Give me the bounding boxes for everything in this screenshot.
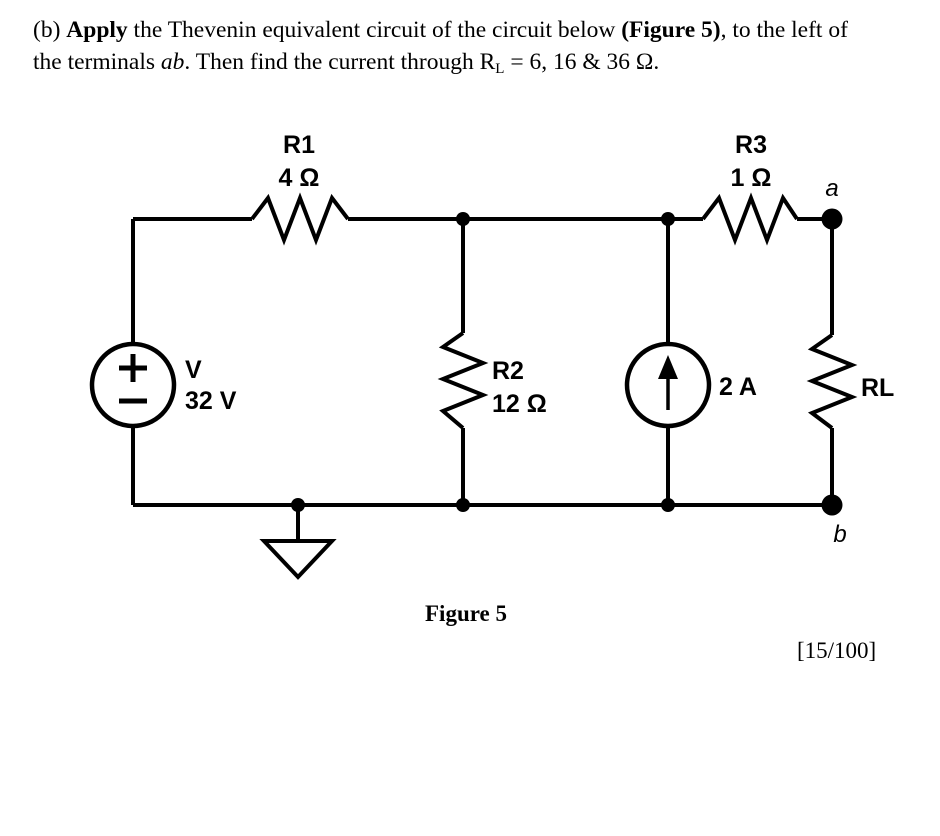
problem-statement: (b) Apply the Thevenin equivalent circui…: [33, 14, 933, 78]
figure-caption: Figure 5: [425, 601, 507, 626]
r1-label: R1: [283, 131, 315, 159]
r3-label: R3: [735, 131, 767, 159]
r3-value: 1 Ω: [731, 164, 772, 192]
problem-text: (b): [33, 17, 67, 43]
junction-dot-r2-bottom: [456, 498, 470, 512]
problem-text-bold: Apply: [66, 17, 128, 43]
resistor-r3-zigzag: [701, 192, 799, 246]
r2-value: 12 Ω: [492, 390, 547, 418]
junction-dot-cs-bottom: [661, 498, 675, 512]
resistor-rl-zigzag: [806, 333, 858, 430]
terminal-a-dot: [821, 208, 843, 230]
arrow-up-icon: [658, 355, 678, 379]
problem-text: . Then find the current through R: [184, 49, 496, 75]
r2-label: R2: [492, 357, 524, 385]
current-source-value: 2 A: [719, 373, 757, 401]
junction-dot-r2-top: [456, 212, 470, 226]
r1-value: 4 Ω: [279, 164, 320, 192]
marks-allocation: [15/100]: [797, 638, 877, 663]
plus-icon: [119, 354, 147, 382]
rl-label: RL: [861, 374, 894, 402]
resistor-r1-zigzag: [250, 192, 350, 246]
figure-reference: (Figure 5): [621, 17, 721, 43]
terminal-b-label: b: [833, 521, 846, 548]
problem-text: , to the left of: [720, 17, 848, 43]
terminal-a-label: a: [825, 175, 838, 202]
voltage-source-value: 32 V: [185, 387, 237, 415]
problem-text: the Thevenin equivalent circuit of the c…: [127, 17, 622, 43]
problem-line-1: (b) Apply the Thevenin equivalent circui…: [33, 14, 933, 46]
problem-text: = 6, 16 & 36 Ω.: [504, 49, 660, 75]
resistor-r2-zigzag: [437, 331, 489, 430]
problem-line-2: the terminals ab. Then find the current …: [33, 46, 933, 78]
ground-icon: [259, 539, 337, 580]
problem-text: the terminals: [33, 49, 161, 75]
terminal-b-dot: [821, 494, 843, 516]
voltage-source-circle: [89, 341, 177, 429]
junction-dot-cs-top: [661, 212, 675, 226]
junction-dot-ground: [291, 498, 305, 512]
voltage-source-label: V: [185, 356, 202, 384]
subscript-L: L: [495, 61, 505, 77]
terminals-ab-italic: ab: [160, 49, 185, 75]
